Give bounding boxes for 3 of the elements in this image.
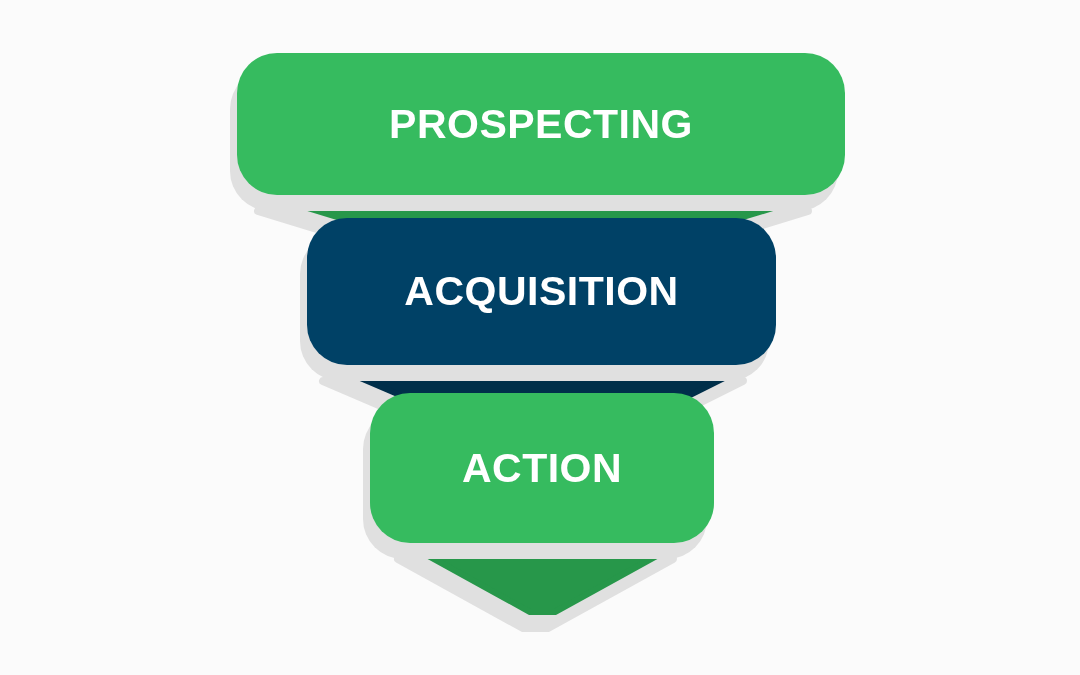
stage-label: PROSPECTING bbox=[389, 100, 693, 148]
stage-label: ACTION bbox=[461, 444, 623, 492]
stage-label: ACQUISITION bbox=[404, 268, 679, 315]
